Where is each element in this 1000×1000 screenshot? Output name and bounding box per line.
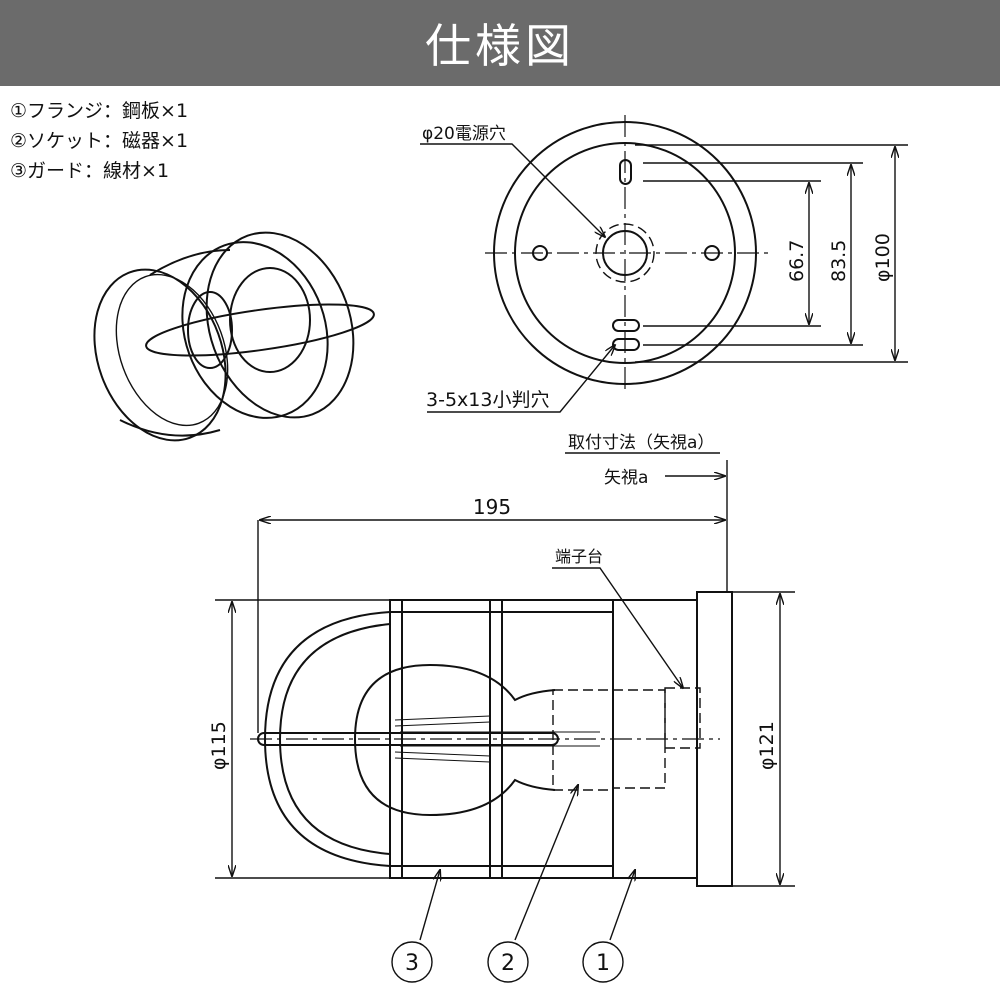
dim-phi-115: φ115: [208, 721, 230, 770]
page-title: 仕様図: [425, 19, 575, 73]
dim-66-7: 66.7: [786, 240, 808, 282]
callout-circle-3: [391, 941, 433, 983]
callout-3-label: 3: [405, 951, 419, 976]
top-view-drawing: [420, 115, 908, 413]
lamp-perspective-illustration: [93, 231, 375, 442]
callout-1-label: 1: [596, 951, 610, 976]
part-socket: ②ソケット：磁器×1: [10, 130, 189, 152]
parts-list: ①フランジ：鋼板×1 ②ソケット：磁器×1 ③ガード：線材×1: [10, 96, 188, 186]
title-bar: 仕様図: [0, 0, 1000, 86]
dim-phi-100: φ100: [872, 233, 894, 282]
arrow-view-label: 矢視a: [604, 468, 648, 488]
part-guard: ③ガード：線材×1: [10, 160, 170, 182]
side-view-drawing: [215, 452, 795, 983]
dim-83-5: 83.5: [828, 240, 850, 282]
callout-circle-2: [487, 941, 529, 983]
dim-195: 195: [473, 495, 511, 519]
mount-dim-title: 取付寸法（矢視a）: [568, 433, 714, 453]
part-flange: ①フランジ：鋼板×1: [10, 100, 189, 122]
power-hole-label: φ20電源穴: [422, 124, 506, 144]
slot-hole-label: 3-5x13小判穴: [426, 389, 549, 411]
callout-circle-1: [582, 941, 624, 983]
callout-2-label: 2: [501, 951, 515, 976]
dim-phi-121: φ121: [756, 721, 778, 770]
terminal-block-label: 端子台: [555, 547, 603, 566]
